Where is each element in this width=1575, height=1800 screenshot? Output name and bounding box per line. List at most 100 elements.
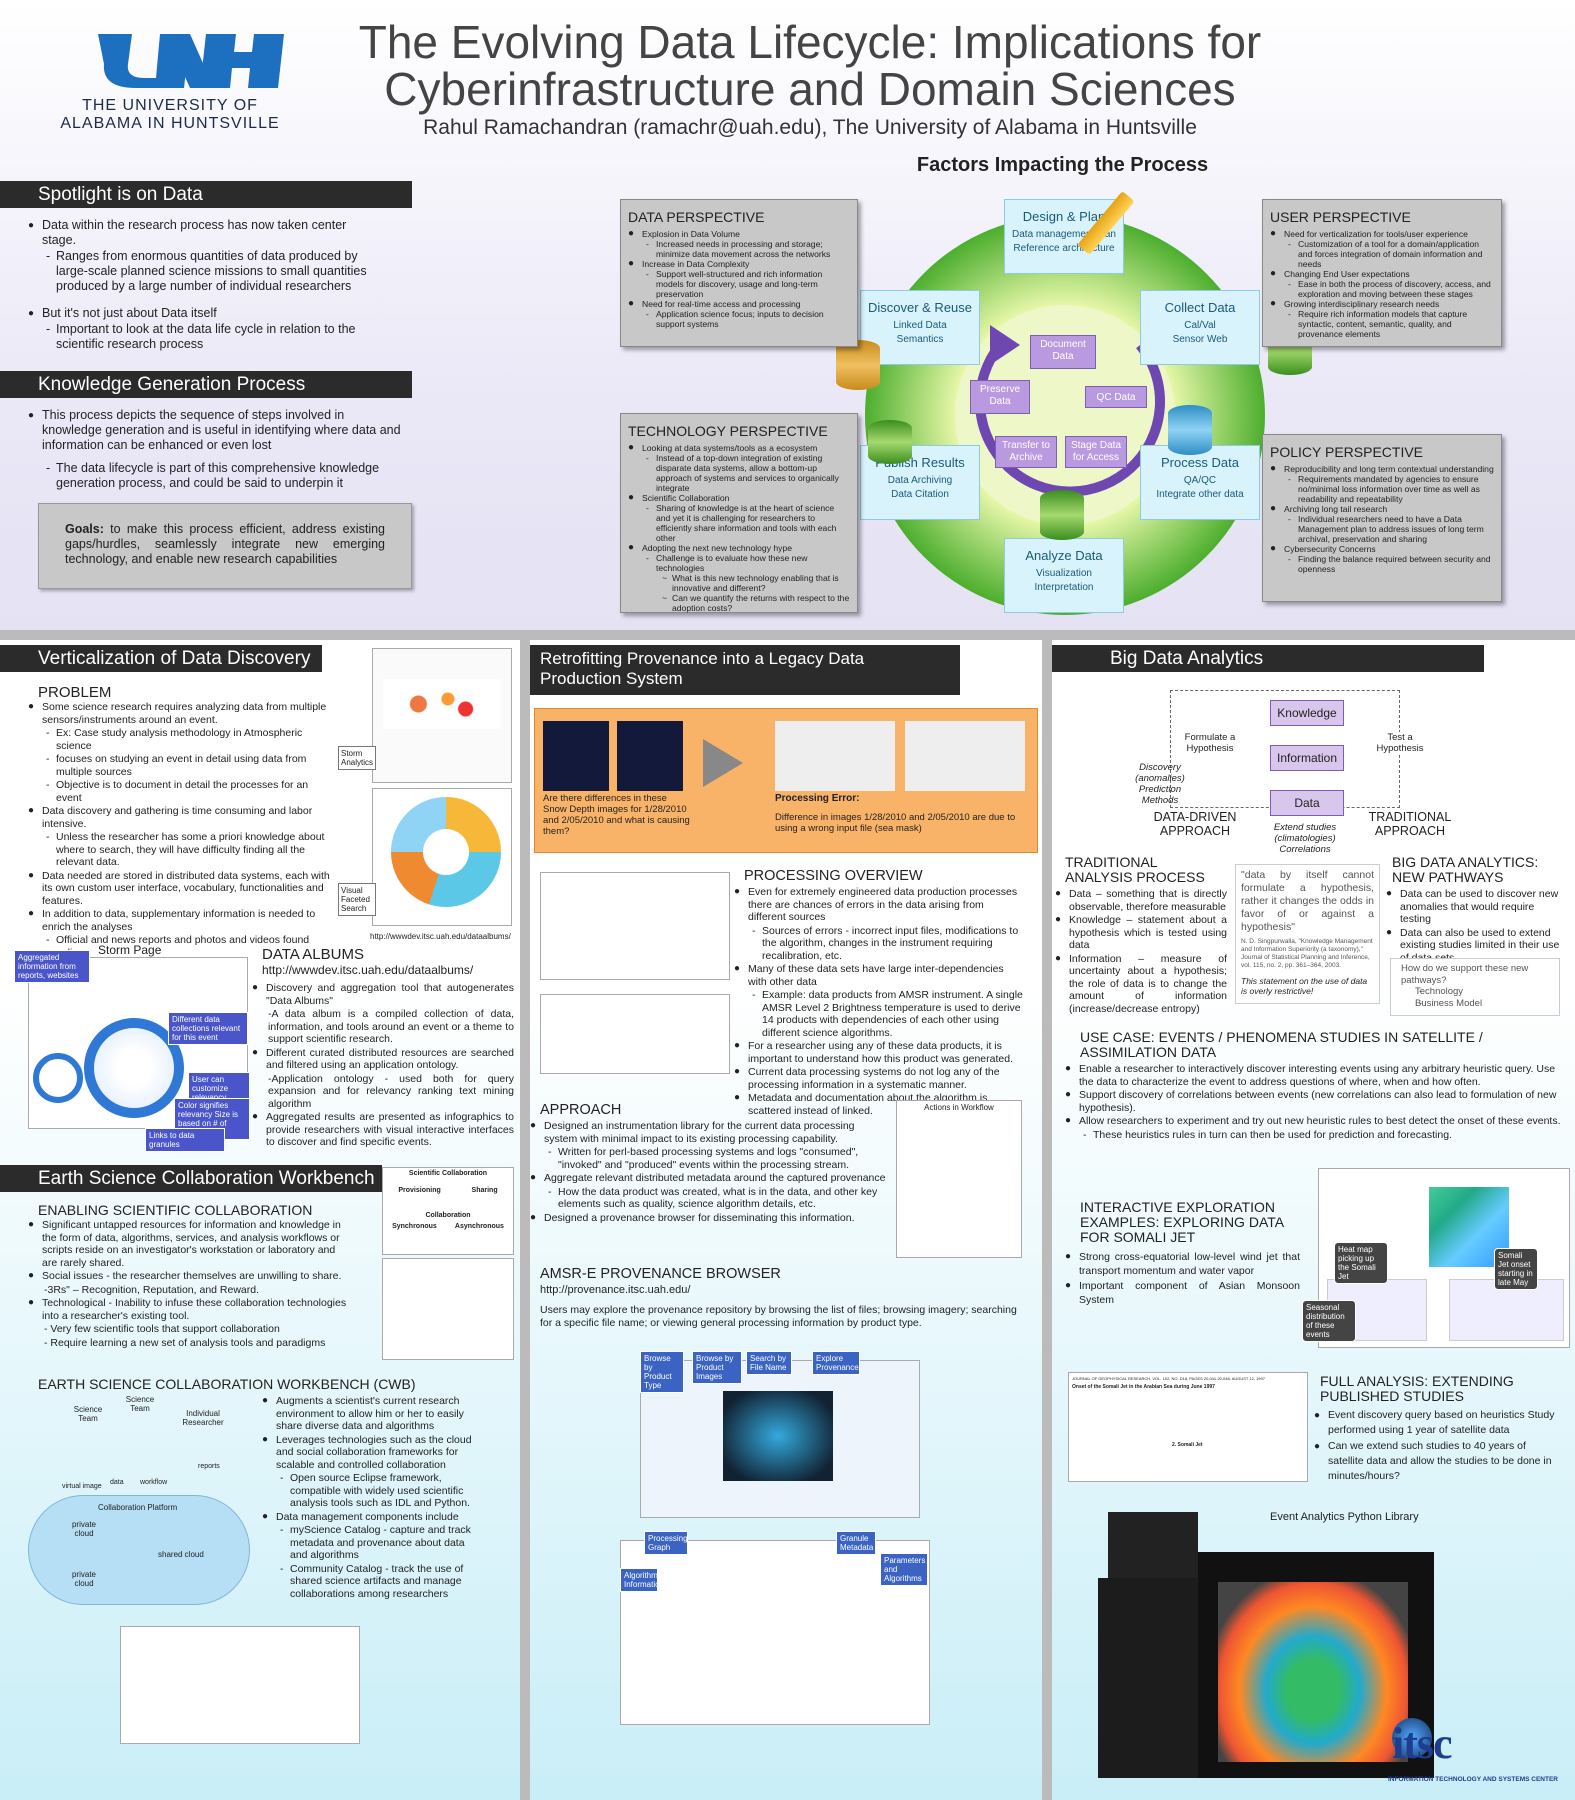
inner-qc: QC Data <box>1085 386 1147 408</box>
browser-url: http://provenance.itsc.uah.edu/ <box>540 1284 691 1296</box>
list-line: For a researcher using any of these data… <box>734 1040 1024 1065</box>
header-divider <box>0 630 1575 640</box>
list-line: Different curated distributed resources … <box>252 1047 514 1072</box>
browser-title: AMSR-E PROVENANCE BROWSER <box>540 1266 781 1282</box>
list-line: Written for perl-based processing system… <box>530 1146 890 1171</box>
parameters-algorithms-callout: Parameters and Algorithms <box>880 1553 928 1586</box>
journal-paper-screenshot: JOURNAL OF GEOPHYSICAL RESEARCH, VOL. 10… <box>1068 1372 1308 1482</box>
goals-text: to make this process efficient, address … <box>65 522 385 566</box>
user-perspective-lines: Need for verticalization for tools/user … <box>1270 229 1494 339</box>
data-albums-url-caption: http://wwwdev.itsc.uah.edu/dataalbums/ <box>370 932 511 941</box>
enabling-title: ENABLING SCIENTIFIC COLLABORATION <box>38 1202 313 1218</box>
use-case-title: USE CASE: EVENTS / PHENOMENA STUDIES IN … <box>1080 1029 1483 1060</box>
error-label: Processing Error: <box>775 793 860 804</box>
seasonal-callout: Seasonal distribution of these events <box>1302 1300 1356 1342</box>
list-line: Support well-structured and rich informa… <box>628 269 850 299</box>
knowledge-dash: The data lifecycle is part of this compr… <box>28 461 406 491</box>
list-line: Archiving long tail research <box>1270 504 1494 514</box>
list-line: Support discovery of correlations betwee… <box>1065 1089 1565 1114</box>
knowledge-bullet: This process depicts the sequence of ste… <box>28 408 406 453</box>
list-line: Social issues - the researcher themselve… <box>28 1270 350 1283</box>
list-line: Customization of a tool for a domain/app… <box>1270 239 1494 269</box>
database-icon <box>1168 405 1212 455</box>
list-line: Even for extremely engineered data produ… <box>734 886 1024 924</box>
list-line: Aggregate relevant distributed metadata … <box>530 1172 890 1185</box>
data-albums-url: http://wwwdev.itsc.uah.edu/dataalbums/ <box>262 963 474 977</box>
amsr-product-diagram <box>540 872 730 980</box>
actions-workflow-diagram: Actions in Workflow <box>896 1100 1022 1258</box>
list-line: Allow researchers to experiment and try … <box>1065 1115 1565 1128</box>
list-line: Cybersecurity Concerns <box>1270 544 1494 554</box>
list-line: Require rich information models that cap… <box>1270 309 1494 339</box>
full-analysis-title: FULL ANALYSIS: EXTENDING PUBLISHED STUDI… <box>1320 1373 1514 1404</box>
paper-section: 2. Somali Jet <box>1172 1442 1203 1448</box>
data-albums-lines: Discovery and aggregation tool that auto… <box>252 982 514 1150</box>
aggregated-info-callout: Aggregated information from reports, web… <box>14 950 90 983</box>
policy-perspective-box: POLICY PERSPECTIVE Reproducibility and l… <box>1262 434 1502 602</box>
data-perspective-box: DATA PERSPECTIVE Explosion in Data Volum… <box>620 199 858 347</box>
list-line: Important component of Asian Monsoon Sys… <box>1065 1279 1300 1307</box>
goals-label: Goals: <box>65 522 104 536</box>
provenance-capture-diagram <box>540 994 730 1074</box>
graph-image-1 <box>775 721 895 791</box>
support-question: How do we support these new pathways? <box>1401 963 1529 986</box>
uah-logo: THE UNIVERSITY OF ALABAMA IN HUNTSVILLE <box>40 30 300 140</box>
storm-analytics-screenshot <box>372 648 512 783</box>
links-granules-callout: Links to data granules <box>145 1128 225 1152</box>
list-line: Enable a researcher to interactively dis… <box>1065 1063 1565 1088</box>
database-icon <box>836 340 880 390</box>
processing-graph-callout: Processing Graph <box>644 1531 688 1555</box>
list-line: Looking at data systems/tools as a ecosy… <box>628 443 850 453</box>
list-line: Example: data products from AMSR instrum… <box>734 989 1024 1039</box>
spotlight-heading: Spotlight is on Data <box>0 181 412 208</box>
data-driven-label: DATA-DRIVEN APPROACH <box>1153 810 1237 838</box>
browse-product-images-callout: Browse by Product Images <box>692 1351 742 1384</box>
list-line: Changing End User expectations <box>1270 269 1494 279</box>
list-line: Challenge is to evaluate how these new t… <box>628 553 850 573</box>
storm-page-label: Storm Page <box>98 943 162 957</box>
interactive-title: INTERACTIVE EXPLORATION EXAMPLES: EXPLOR… <box>1080 1199 1284 1245</box>
arrow-right-icon <box>703 739 743 787</box>
list-line: Data can be used to discover new anomali… <box>1386 888 1562 926</box>
trad-lines: Data – something that is directly observ… <box>1055 888 1227 1016</box>
data-albums-title: DATA ALBUMS <box>262 946 364 963</box>
new-pathways-lines: Data can be used to discover new anomali… <box>1386 888 1562 965</box>
uah-logo-mark-icon <box>98 34 284 88</box>
cwb-heading: Earth Science Collaboration Workbench <box>0 1165 382 1192</box>
poster-title-line-1: The Evolving Data Lifecycle: Implication… <box>358 16 1262 68</box>
overview-title: PROCESSING OVERVIEW <box>744 868 923 884</box>
list-line: Increased needs in processing and storag… <box>628 239 850 259</box>
trad-title: TRADITIONAL ANALYSIS PROCESS <box>1065 854 1205 885</box>
new-pathways-title: BIG DATA ANALYTICS: NEW PATHWAYS <box>1392 854 1539 885</box>
use-case-lines: Enable a researcher to interactively dis… <box>1065 1063 1565 1142</box>
full-analysis-lines: Event discovery query based on heuristic… <box>1314 1408 1564 1485</box>
vert-problem-lines: Some science research requires analyzing… <box>28 701 330 960</box>
spotlight-bullet: Data within the research process has now… <box>28 218 383 248</box>
list-line: - Very few scientific tools that support… <box>44 1323 280 1335</box>
different-collections-callout: Different data collections relevant for … <box>168 1012 248 1045</box>
browse-product-type-callout: Browse by Product Type <box>640 1351 684 1393</box>
algorithm-information-callout: Algorithm Information <box>620 1568 664 1592</box>
inner-transfer: Transfer to Archive <box>995 436 1057 468</box>
list-line: Information – measure of uncertainty abo… <box>1055 953 1227 1016</box>
user-perspective-box: USER PERSPECTIVE Need for verticalizatio… <box>1262 199 1502 347</box>
list-line: Many of these data sets have large inter… <box>734 963 1024 988</box>
list-line: Data discovery and gathering is time con… <box>28 805 330 830</box>
column-divider <box>1042 630 1052 1800</box>
formulate-label: Formulate a Hypothesis <box>1180 732 1240 754</box>
list-line: -Application ontology - used both for qu… <box>268 1072 514 1110</box>
inner-document: Document Data <box>1030 335 1096 369</box>
enabling-lines: Significant untapped resources for infor… <box>28 1219 350 1350</box>
support-item: Business Model <box>1401 998 1549 1010</box>
vert-heading: Verticalization of Data Discovery <box>0 645 322 672</box>
list-line: Can we quantify the returns with respect… <box>628 593 850 613</box>
list-line: Instead of a top-down integration of exi… <box>628 453 850 493</box>
list-line: -A data album is a compiled collection o… <box>268 1008 514 1045</box>
traditional-label: TRADITIONAL APPROACH <box>1368 810 1452 838</box>
list-line: Growing interdisciplinary research needs <box>1270 299 1494 309</box>
onset-callout: Somali Jet onset starting in late May <box>1494 1248 1538 1290</box>
